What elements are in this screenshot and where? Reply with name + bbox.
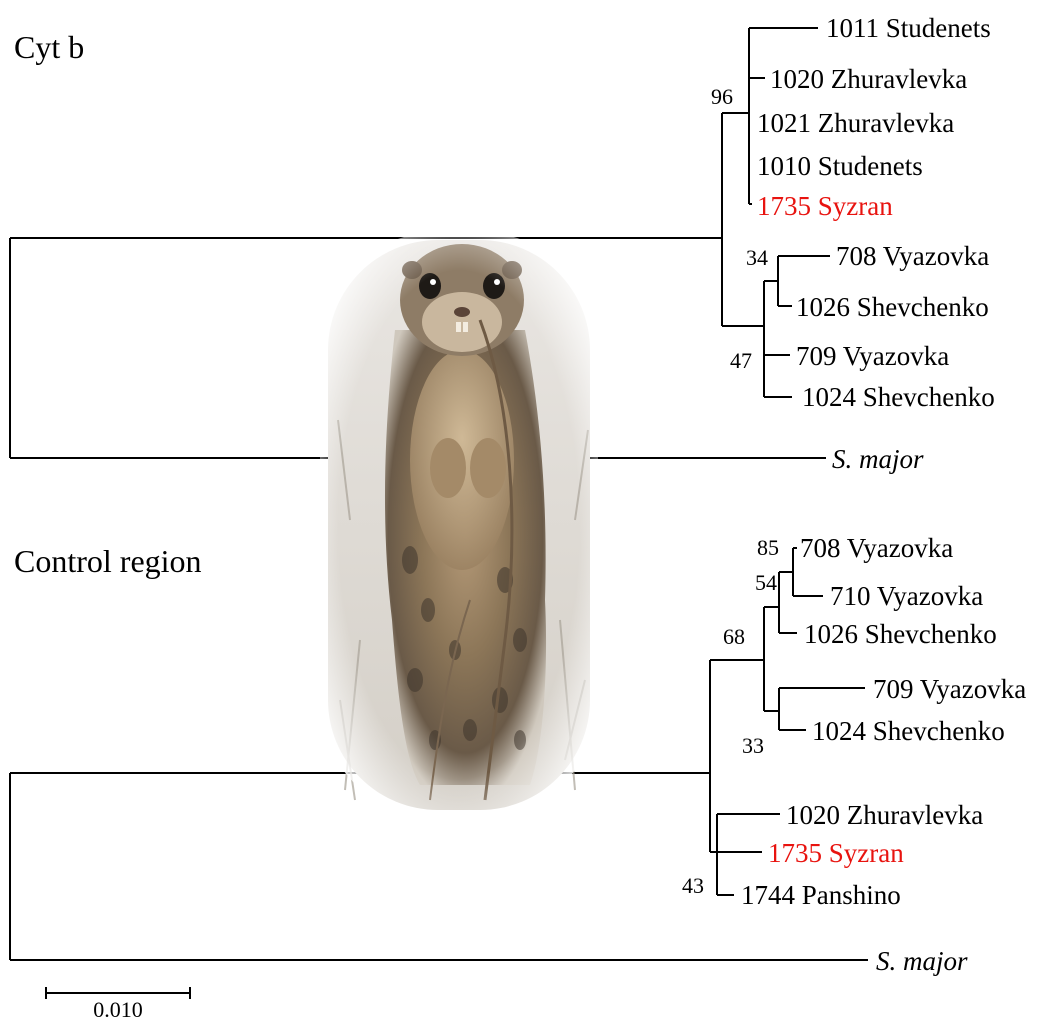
cr-bootstrap-43: 43 [682,873,704,898]
scale-bar: 0.010 [46,987,190,1021]
control-region-title: Control region [14,543,202,579]
cytb-tip-1021: 1021 Zhuravlevka [757,108,954,138]
cytb-tip-1735: 1735 Syzran [757,191,893,221]
cr-bootstrap-68: 68 [723,624,745,649]
cr-bootstrap-33: 33 [742,733,764,758]
cr-tip-smajor: S. major [876,946,968,976]
cytb-tip-709: 709 Vyazovka [796,341,949,371]
scale-bar-label: 0.010 [93,997,143,1021]
cytb-tip-708: 708 Vyazovka [836,241,989,271]
cytb-tip-smajor: S. major [832,444,924,474]
cytb-tip-1026: 1026 Shevchenko [796,292,989,322]
cr-tip-708: 708 Vyazovka [800,533,953,563]
cr-tip-710: 710 Vyazovka [830,581,983,611]
ground-squirrel-photo-icon [320,232,598,818]
cytb-bootstrap-47: 47 [730,348,752,373]
cytb-tip-1010: 1010 Studenets [757,151,923,181]
cytb-tip-1011: 1011 Studenets [826,13,991,43]
cytb-bootstrap-96: 96 [711,84,733,109]
cr-tip-1024: 1024 Shevchenko [812,716,1005,746]
cr-bootstrap-85: 85 [757,535,779,560]
cytb-tip-1024: 1024 Shevchenko [802,382,995,412]
cr-tip-1020: 1020 Zhuravlevka [786,800,983,830]
cytb-title: Cyt b [14,29,84,65]
cr-tip-1026: 1026 Shevchenko [804,619,997,649]
cr-tip-1744: 1744 Panshino [741,880,901,910]
cytb-tip-1020: 1020 Zhuravlevka [770,64,967,94]
cytb-bootstrap-34: 34 [746,245,768,270]
cr-tip-1735: 1735 Syzran [768,838,904,868]
cr-bootstrap-54: 54 [755,570,777,595]
cr-tip-709: 709 Vyazovka [873,674,1026,704]
